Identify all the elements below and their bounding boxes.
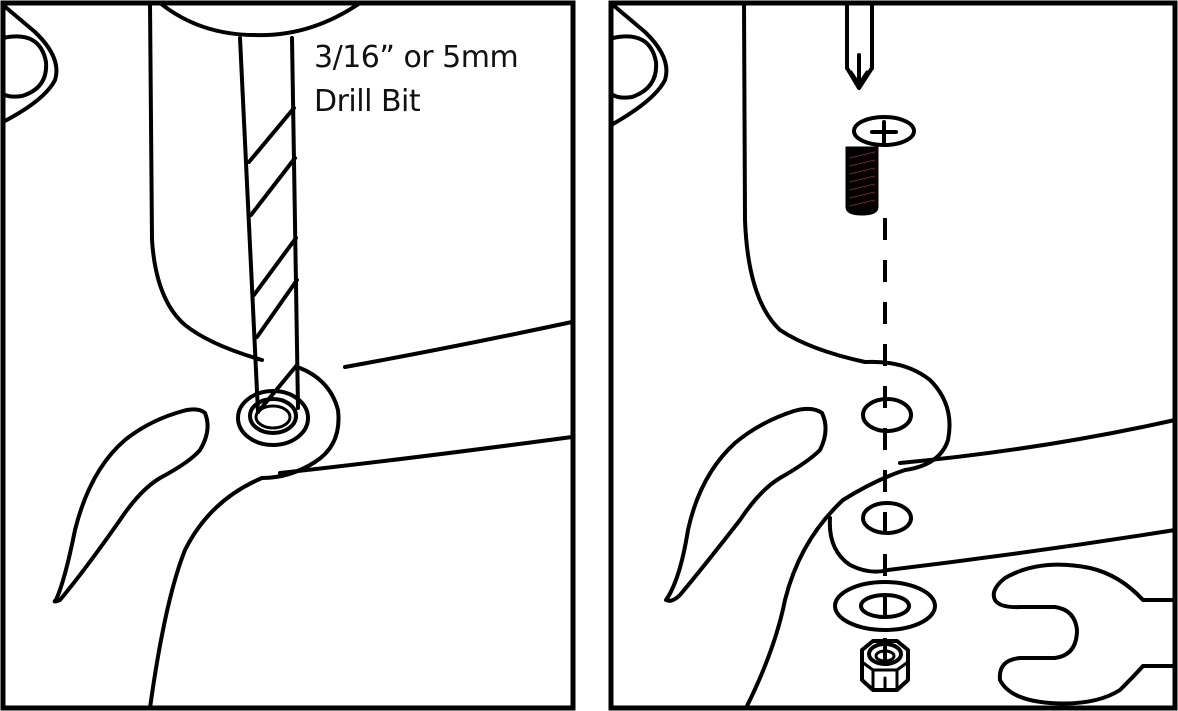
washer-icon [833,580,937,632]
panel-frame-right [608,0,1178,711]
wrench-icon [991,562,1177,706]
arm-upper-edge [898,418,1177,465]
panel-frame-left [0,0,576,711]
blade-outline [664,406,828,603]
drill-bit-icon [238,36,300,414]
drill-chuck-icon [158,1,362,38]
drill-hole-icon [236,389,310,447]
pivot-lobe-outline [841,359,952,502]
base-upper-edge [343,320,574,369]
panel-fasten [608,0,1178,711]
drill-bit-name-text: Drill Bit [314,84,421,119]
drill-bit-size-text: 3/16” or 5mm [314,40,519,75]
hex-nut-icon [860,639,910,692]
base-body-outline [148,1,264,362]
handle-outline [148,476,264,710]
blade-outline [52,407,210,604]
hole-lower-icon [861,501,913,535]
hole-upper-icon [861,397,913,433]
arm-lower-edge [278,435,574,475]
base-body-outline [742,1,867,364]
mounting-tab-icon [611,3,669,126]
panel-drill [0,0,576,711]
flat-head-screw-icon [845,115,916,216]
drill-bit-size-label: 3/16” or 5mm Drill Bit [314,36,519,124]
screwdriver-icon [845,1,874,90]
lower-arm-outline [827,516,1177,574]
mounting-tab-icon [1,3,59,124]
handle-outline [744,498,845,710]
